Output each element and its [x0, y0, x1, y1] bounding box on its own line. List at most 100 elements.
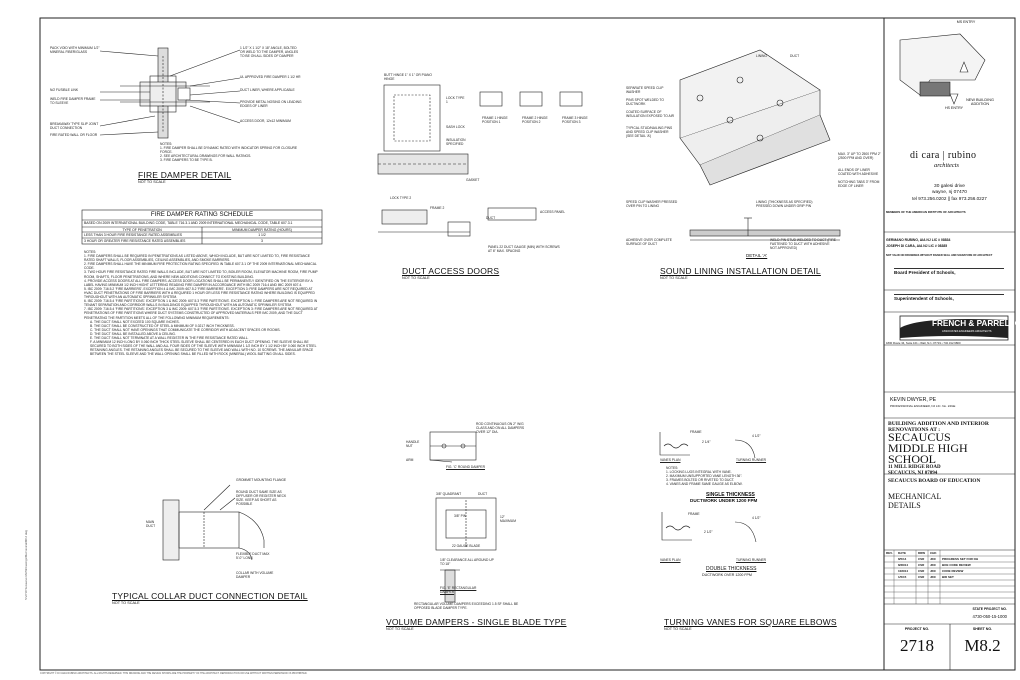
- access-label-panel-gauge: PANEL 22 DUCT GAUGE (MIN) WITH SCREWS AT…: [488, 245, 560, 254]
- fire-damper-scale: NOT TO SCALE: [138, 180, 166, 184]
- access-label-lock2: LOCK TYPE 2: [390, 196, 412, 200]
- schedule-row-2-rating: 3: [261, 239, 263, 243]
- access-label-panel: ACCESS PANEL: [540, 210, 566, 214]
- vane-label-plan-2: VANES PLAN: [660, 558, 681, 562]
- key-plan-hs-entry: HS ENTRY: [944, 106, 964, 110]
- fire-damper-note: 1. FIRE DAMPER SHALL BE DYNAMIC RATED WI…: [160, 146, 298, 155]
- side-file-path: S:\2718 Secaucus MHS\Drawings\Mechanical…: [24, 530, 28, 600]
- access-label-lock1: LOCK TYPE 1: [446, 96, 465, 105]
- schedule-note: 6. IBC 2009: 716.5.4 'FIRE PARTITIONS'. …: [84, 299, 318, 308]
- collar-drawing: [162, 484, 265, 561]
- key-plan: [899, 33, 986, 105]
- board-president: Board President of Schools,: [894, 270, 956, 275]
- school-name-2: MIDDLE HIGH: [888, 441, 968, 455]
- architect-phone: tel 973.256.0202 || fax 973.256.0227: [912, 196, 987, 201]
- schedule-note: 3. TWO HOUR FIRE RESISTANCE RATED FIRE W…: [84, 270, 318, 279]
- superintendent-signature-line: [894, 294, 1004, 295]
- project-no-label: PROJECT NO.: [904, 627, 930, 631]
- schedule-note: 4. PROVIDE ACCESS DOORS AT ALL FIRE DAMP…: [84, 278, 313, 287]
- collar-label-flex: FLEXIBLE DUCT MAX 5'-0" LONG: [236, 552, 270, 561]
- volume-dampers-scale: NOT TO SCALE: [386, 627, 414, 631]
- damper-label-blade: 22 GAUGE BLADE: [452, 544, 481, 548]
- lining-label-lining: LINING: [756, 54, 767, 58]
- schedule-subnotes: A. THE DUCT SHALL NOT EXCEED 100 SQUARE …: [84, 320, 320, 357]
- access-label-insulation: INSULATION SPECIFIED: [446, 138, 466, 147]
- title-block-lines: [884, 231, 1015, 670]
- rev-2-date: 8/28/14: [898, 563, 909, 567]
- access-label-hinge: BUTT HINGE 1" X 1" OR PIANO HINGE: [384, 73, 432, 82]
- lining-label-thickness: LINING (THICKNESS AS SPECIFIED) PRESSED …: [756, 200, 813, 209]
- volume-damper-drawing: [429, 431, 497, 603]
- vane-note: 4. VANES AND FRAME SAME GAUGE AS ELBOW.: [666, 482, 743, 487]
- vane-single-sub: DUCTWORK UNDER 1200 FPM: [690, 498, 758, 503]
- engineer-name: KEVIN DWYER, PE: [890, 397, 937, 403]
- duct-access-drawing: [377, 84, 583, 237]
- board-signature-line: [894, 268, 1004, 269]
- lining-label-coated: COATED SURFACE OF INSULATION EXPOSED TO …: [626, 110, 675, 119]
- access-label-duct: DUCT: [486, 216, 496, 220]
- lining-label-stud: TYPICAL STUD/NAILING PINS AND SPEED CLIP…: [626, 126, 673, 139]
- damper-label-handle: HANDLE NUT: [406, 440, 420, 449]
- project-no: 2718: [900, 636, 934, 655]
- schedule-table-lines: [81, 209, 323, 245]
- turning-vanes-title: TURNING VANES FOR SQUARE ELBOWS: [664, 617, 837, 627]
- rev-4-date: 1/5/15: [898, 575, 907, 579]
- superintendent: Superintendent of Schools,: [894, 296, 954, 301]
- schedule-note: D. THE DUCT SHALL BE INSTALLED ABOVE A C…: [90, 331, 176, 336]
- rev-header-rev: REV.: [886, 551, 893, 555]
- damper-label-rod: ROD CONTINUOUS ON 2" W/G CLASS AND ON AL…: [476, 422, 525, 435]
- access-label-frame2: FRAME 2 HINGE POSITION 2: [522, 116, 548, 125]
- schedule-note: B. THE DUCT SHALL BE CONSTRUCTED OF STEE…: [90, 323, 235, 328]
- schedule-note: E. THE DUCT SHALL NOT TERMINATE AT A WAL…: [90, 335, 249, 340]
- schedule-notes: NOTES: 1. FIRE DAMPERS SHALL BE REQUIRED…: [84, 250, 320, 356]
- state-project-label: STATE PROJECT NO.: [972, 607, 1007, 611]
- collar-title: TYPICAL COLLAR DUCT CONNECTION DETAIL: [112, 591, 308, 601]
- rev-3-date: 10/8/14: [898, 569, 909, 573]
- turning-vanes-drawing: [659, 432, 757, 543]
- schedule-note: C. THE DUCT SHALL NOT HAVE OPENINGS THAT…: [90, 327, 281, 332]
- duct-access-title: DUCT ACCESS DOORS: [402, 266, 500, 276]
- lining-label-speed-clip-pressed: SPEED CLIP WASHER PRESSED OVER PIN TO LI…: [626, 200, 678, 209]
- lining-label-weld-pin: WELD-PIN STUD WELDED TO DUCT (FIRE FASTE…: [770, 238, 836, 251]
- fire-damper-notes: NOTES: 1. FIRE DAMPER SHALL BE DYNAMIC R…: [160, 142, 310, 162]
- damper-label-quadrant: 3/8" QUADRANT: [436, 492, 462, 496]
- turning-vanes-scale: NOT TO SCALE: [664, 627, 692, 631]
- collar-label-volume: COLLAR WITH VOLUME DAMPER: [236, 571, 274, 580]
- schedule-note: 7. IBC 2009: 716.5.4 'FIRE PARTITIONS'. …: [84, 307, 318, 320]
- rev-4-chk: JDC: [930, 575, 937, 579]
- engineer-address: 1800 Route 34, Suite 101 • Wall, NJ • 07…: [886, 341, 961, 345]
- fire-damper-title: FIRE DAMPER DETAIL: [138, 170, 232, 180]
- collar-label-flange: GROMMET MOUNTING FLANGE: [236, 478, 287, 482]
- schedule-header-penetration: TYPE OF PENETRATION: [122, 228, 162, 232]
- project-header: BUILDING ADDITION AND INTERIOR RENOVATIO…: [888, 421, 989, 434]
- school-name-3: SCHOOL: [888, 452, 937, 466]
- lining-label-duct: DUCT: [790, 54, 800, 58]
- fire-damper-note: 3. FIRE DAMPERS TO BE TYPE B.: [160, 158, 213, 163]
- callout-fire-wall: FIRE RATED WALL OR FLOOR: [50, 133, 98, 137]
- vane-label-plan: VANES PLAN: [660, 458, 681, 462]
- key-plan-addition: NEW BUILDING ADDITION: [966, 98, 994, 106]
- damper-label-arm: ARM: [406, 458, 414, 462]
- callout-fusible-link: N/2 FUSIBLE LINK: [50, 88, 79, 92]
- school-name-1: SECAUCUS: [888, 430, 951, 444]
- schedule-row-1-rating: 1 1/2: [258, 233, 266, 237]
- rev-4-desc: BID SET: [942, 575, 954, 579]
- schedule-title: FIRE DAMPER RATING SCHEDULE: [150, 211, 254, 218]
- vane-double-sub: DUCTWORK OVER 1200 FPM: [702, 573, 752, 577]
- rev-1-date: 8/5/14: [898, 557, 907, 561]
- rev-3-desc: CODE REVIEW: [942, 569, 964, 573]
- vane-label-2-1-4: 2 1/4": [702, 440, 711, 444]
- lining-label-ends: ALL ENDS OF LINER COATED WITH ADHESIVE: [838, 168, 879, 177]
- vane-note: 1. LOCKING LUGS INTEGRAL WITH VANE.: [666, 470, 732, 475]
- damper-fig-c: FIG. 'C' ROUND DAMPER: [446, 465, 485, 469]
- schedule-note: F. A MINIMUM 12 INCH LONG BY 0.060 INCH …: [90, 340, 317, 357]
- vane-note: 2. MAXIMUM UNSUPPORTED VANE LENGTH 36".: [666, 474, 743, 479]
- vane-label-frame: FRAME: [690, 430, 702, 434]
- rev-header-chk: CHK: [930, 551, 937, 555]
- collar-scale: NOT TO SCALE: [112, 601, 140, 605]
- architect-address-1: 30 galesi drive: [934, 184, 965, 189]
- vane-label-4-1-2: 4 1/2": [752, 434, 761, 438]
- school-address-1: 11 MILL RIDGE ROAD: [888, 465, 941, 470]
